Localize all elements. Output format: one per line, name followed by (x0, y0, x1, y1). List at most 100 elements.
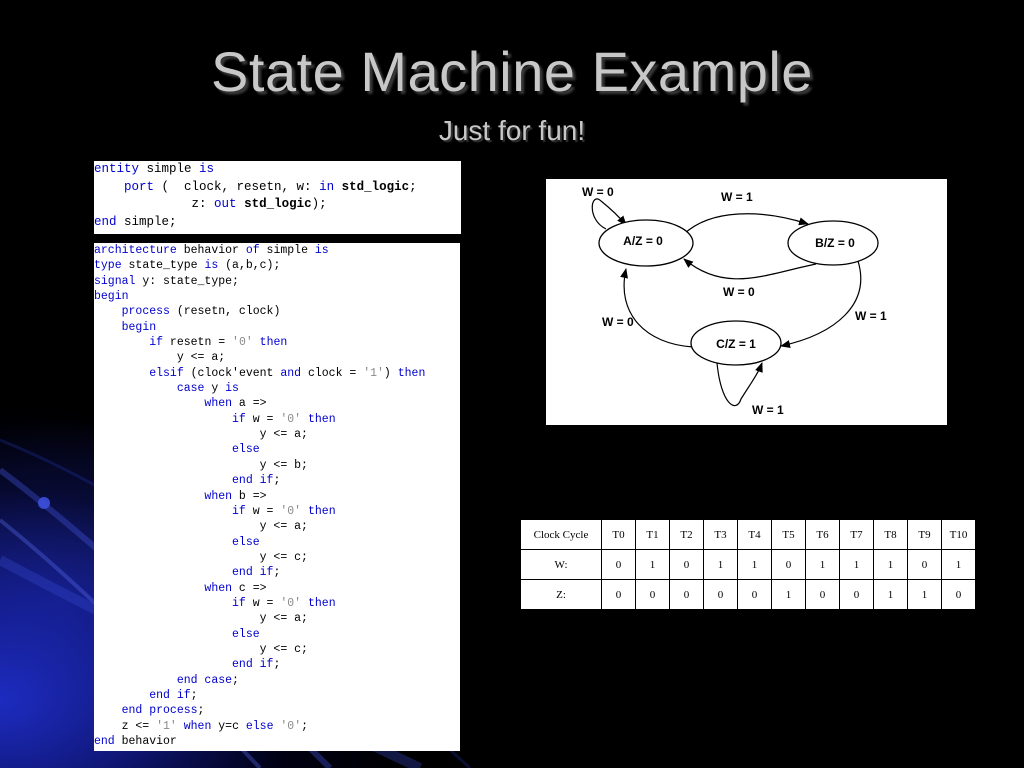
slide-subtitle: Just for fun! (438, 115, 586, 146)
arch-code-token: end if (232, 658, 274, 672)
state-c-label: C/Z = 1 (716, 337, 756, 351)
arch-code-line: y <= a; (94, 350, 460, 365)
table-cell: T2 (669, 519, 704, 550)
arch-code-line: z <= '1' when y=c else '0'; (94, 719, 460, 734)
arch-code-token (94, 674, 177, 687)
table-cell: 1 (635, 549, 670, 580)
arch-code-line: else (94, 442, 460, 457)
arch-code-token (94, 397, 204, 410)
arch-code-token: is (314, 244, 329, 257)
entity-code-line: port ( clock, resetn, w: in std_logic; (94, 179, 461, 197)
table-cell: T4 (737, 519, 772, 550)
arch-code-token: y=c (211, 719, 246, 733)
arch-code-token (94, 582, 204, 595)
arch-code-token: y: state_type; (135, 274, 239, 288)
table-cell: 1 (873, 579, 908, 610)
arch-code-token: then (397, 366, 426, 380)
arch-code-line: begin (94, 320, 460, 335)
arch-code-token: y <= a; (94, 520, 308, 534)
arch-code-line: when b => (94, 489, 460, 504)
arch-code-token: begin (94, 290, 129, 304)
table-cell: 1 (941, 549, 976, 580)
arch-code-line: if w = '0' then (94, 504, 460, 519)
entity-code-token: entity (94, 162, 140, 176)
table-cell: 0 (669, 579, 704, 610)
state-a-node (598, 219, 694, 267)
arch-code-token: then (307, 596, 336, 610)
table-cell: 1 (839, 549, 874, 580)
table-cell: Clock Cycle (520, 519, 602, 550)
arch-code-line: y <= a; (94, 427, 460, 442)
table-cell: T6 (805, 519, 840, 550)
transition-b-to-c-label: W = 1 (855, 309, 887, 323)
arch-code-token: simple (259, 244, 315, 257)
transition-a-to-b-label: W = 1 (721, 190, 753, 204)
table-cell: 1 (873, 549, 908, 580)
arch-code-token: b => (232, 489, 267, 503)
arch-code-token: ; (232, 673, 239, 687)
state-c-node (690, 320, 782, 366)
arch-code-token: (a,b,c); (218, 259, 281, 273)
arch-code-token: end process (121, 704, 198, 718)
table-cell: T8 (873, 519, 908, 550)
arch-code-line: architecture behavior of simple is (94, 243, 460, 258)
arch-code-token (94, 443, 232, 456)
table-cell: 0 (601, 549, 636, 580)
transition-b-to-a (683, 258, 817, 280)
arch-code-token: ; (301, 719, 309, 733)
arch-code-token: resetn = (163, 336, 233, 350)
arch-code-line: case y is (94, 381, 460, 396)
arch-code-token: behavior (176, 244, 246, 257)
transition-c-self (716, 362, 763, 407)
arch-code-token (94, 536, 232, 549)
entity-code-token: std_logic (341, 179, 410, 194)
entity-code-token: z: (94, 197, 215, 211)
arch-code-token: when (204, 397, 233, 411)
entity-code-token: ; (409, 179, 417, 194)
arch-code-token (94, 321, 122, 334)
arch-code-token (94, 628, 232, 641)
table-cell: 1 (805, 549, 840, 580)
arch-code-token: y (204, 382, 226, 396)
arch-code-line: end if; (94, 688, 460, 703)
table-cell: 0 (907, 549, 942, 580)
arch-code-token: end (94, 735, 115, 748)
arch-code-token: then (259, 336, 288, 350)
arch-code-line: y <= c; (94, 550, 460, 565)
arch-code-line: end case; (94, 673, 460, 688)
arch-code-token: '0' (280, 412, 302, 426)
arch-code-token (94, 367, 149, 380)
table-cell: 1 (703, 549, 738, 580)
state-diagram: A/Z = 0 B/Z = 0 C/Z = 1 W = 0 W = 1 W = … (546, 179, 947, 425)
arch-code-token: signal (94, 274, 136, 288)
arch-code-token: else (232, 535, 260, 549)
table-cell: T9 (907, 519, 942, 550)
arch-code-token: end if (232, 474, 274, 488)
entity-code-token: simple; (116, 214, 177, 229)
arch-code-token (94, 382, 177, 395)
arch-code-line: y <= a; (94, 611, 460, 626)
arch-code-token: '0' (280, 719, 302, 733)
table-cell: 0 (771, 549, 806, 580)
arch-code-line: y <= c; (94, 642, 460, 657)
arch-code-token: y <= a; (94, 612, 308, 626)
arch-code-line: else (94, 535, 460, 550)
arch-code-token (94, 658, 232, 671)
arch-code-token: '1' (156, 719, 177, 733)
arch-code-token: behavior (114, 735, 177, 748)
arch-code-token: if (232, 504, 246, 518)
entity-code-token: ( clock, resetn, w: (154, 179, 320, 194)
arch-code-token (301, 505, 308, 518)
table-cell: 0 (669, 549, 704, 580)
arch-code-token (301, 413, 308, 426)
arch-code-token (94, 505, 232, 518)
arch-code-token: else (232, 627, 260, 641)
arch-code-token (94, 490, 204, 503)
arch-code-line: end behavior (94, 734, 460, 749)
arch-code-line: when a => (94, 396, 460, 411)
transition-b-to-c (780, 260, 862, 348)
arch-code-token: end case (176, 673, 233, 687)
entity-code-line: entity simple is (94, 161, 461, 179)
entity-code-line: z: out std_logic); (94, 196, 461, 214)
slide-title: State Machine Example (211, 40, 813, 103)
